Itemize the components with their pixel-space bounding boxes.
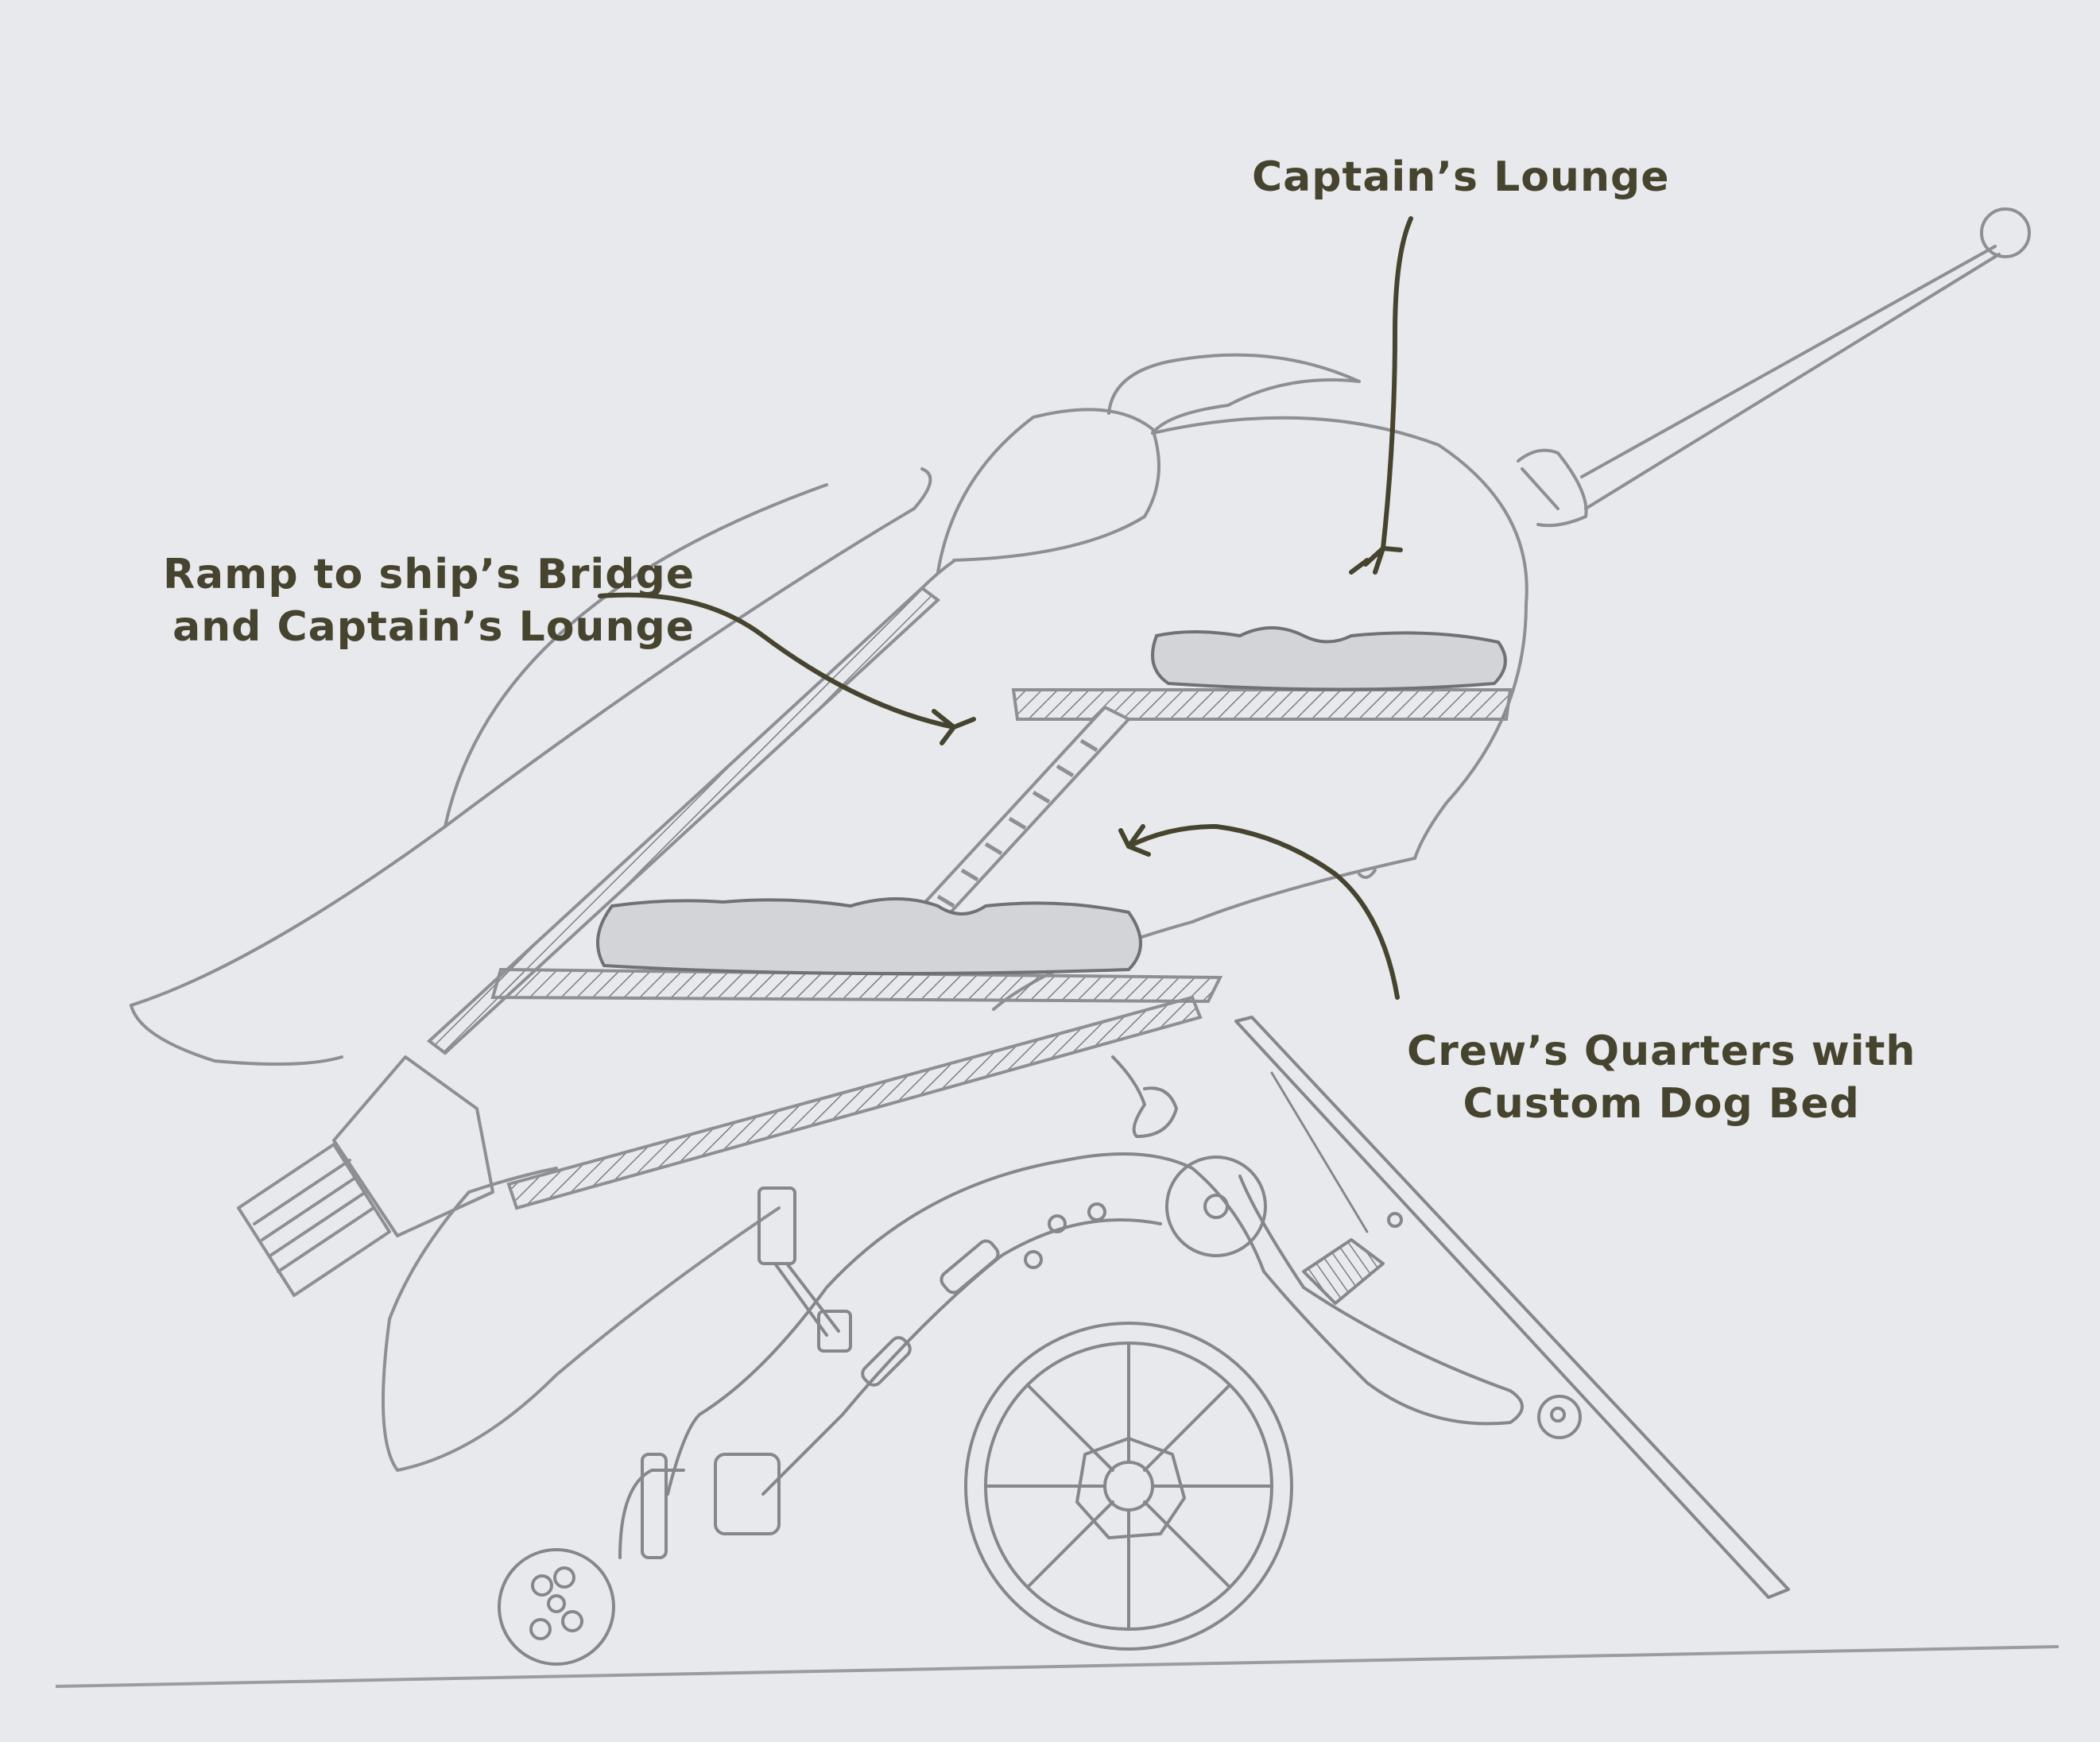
antenna	[1580, 245, 2001, 510]
ramp-label-line-2: and Captain’s Lounge	[172, 603, 695, 651]
keel-strut	[506, 995, 1203, 1210]
hull	[1151, 416, 1529, 860]
captains-lounge-dog-bed	[1151, 626, 1507, 691]
support-ramp	[1234, 1016, 1790, 1599]
crew-quarters-dog-bed	[596, 897, 1142, 975]
nose-ring	[1517, 448, 1588, 528]
lower-fin	[382, 1190, 781, 1472]
tail-housing	[332, 1055, 494, 1237]
ramp-arrow	[598, 592, 976, 745]
pivot-hub	[1165, 1156, 1267, 1257]
crew-quarters-label-line-2: Custom Dog Bed	[1463, 1080, 1860, 1128]
exhaust-nozzle	[237, 1143, 391, 1297]
carriage-slot	[861, 1336, 912, 1387]
antenna-tip	[1980, 207, 2031, 258]
carriage-arm	[666, 1152, 1524, 1496]
crew-quarters-label: Crew’s Quarters with Custom Dog Bed	[1407, 1025, 1916, 1130]
crew-arrow	[1118, 824, 1400, 1000]
ramp-label-line-1: Ramp to ship’s Bridge	[163, 551, 695, 598]
carriage-rivet	[1024, 1250, 1043, 1269]
caster-wheel	[498, 1453, 685, 1666]
dog-beds	[596, 626, 1507, 975]
captains-lounge-label: Captain’s Lounge	[1252, 151, 1669, 203]
rocket-ship	[130, 207, 2031, 1472]
ramp-brace	[1302, 1238, 1385, 1305]
ramp-pivot	[1537, 1395, 1582, 1439]
crew-quarters-floor	[490, 967, 1223, 1004]
cannon-carriage	[498, 1016, 1790, 1666]
captains-lounge-floor	[1011, 688, 1513, 721]
main-wheel	[964, 1322, 1293, 1651]
carriage-rivet	[1048, 1214, 1067, 1233]
captains-lounge-text: Captain’s Lounge	[1252, 153, 1670, 201]
upper-fin	[130, 467, 932, 1007]
lounge-arrow	[1349, 216, 1413, 575]
ground-line	[55, 1645, 2059, 1688]
elevation-lever	[757, 1186, 852, 1353]
carriage-slot	[714, 1453, 781, 1535]
hanging-hook	[1111, 1055, 1178, 1138]
front-wall	[426, 586, 941, 1055]
cockpit-dome	[936, 408, 1160, 574]
carriage-slot	[940, 1239, 1000, 1295]
crew-quarters-label-line-1: Crew’s Quarters with	[1407, 1028, 1916, 1075]
carriage-rivet	[1087, 1202, 1106, 1221]
ramp-label: Ramp to ship’s Bridge and Captain’s Loun…	[163, 548, 695, 653]
annotation-arrows	[598, 216, 1413, 1000]
